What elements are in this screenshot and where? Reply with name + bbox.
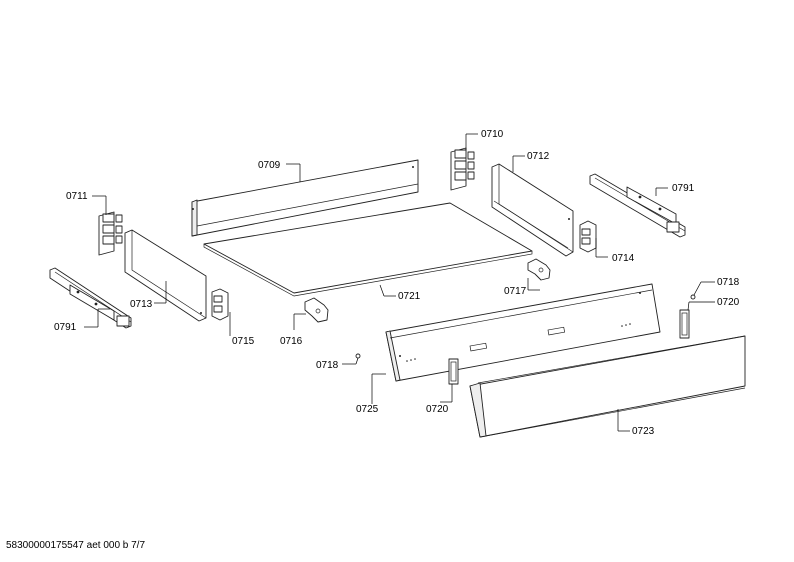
callout-0714: 0714 [612, 253, 635, 264]
clip-0715 [211, 288, 229, 321]
side-panel-0713 [124, 229, 207, 322]
callout-0713: 0713 [130, 299, 153, 310]
callout-0791-left: 0791 [54, 322, 77, 333]
callout-0791-right: 0791 [672, 183, 695, 194]
corner-connector-0711 [98, 211, 123, 256]
drawer-base-0721 [203, 202, 533, 297]
callout-0710: 0710 [481, 129, 504, 140]
callout-0720-lower: 0720 [426, 404, 449, 415]
side-panel-0712 [491, 163, 574, 257]
callout-0717: 0717 [504, 286, 527, 297]
leader-lines [84, 133, 715, 432]
corner-connector-0710 [450, 147, 475, 191]
callout-0718-right: 0718 [717, 277, 740, 288]
callout-0709: 0709 [258, 160, 281, 171]
drawer-runner-0791-left [49, 267, 132, 329]
screw-0718-right [690, 294, 696, 300]
callout-0723: 0723 [632, 426, 655, 437]
callout-0720-right: 0720 [717, 297, 740, 308]
callout-0715: 0715 [232, 336, 255, 347]
callout-0716: 0716 [280, 336, 303, 347]
handle-clip-0720-lower [448, 358, 459, 385]
front-frame-0725 [385, 283, 661, 382]
bracket-0717 [527, 258, 551, 281]
callout-0718-left: 0718 [316, 360, 339, 371]
callout-0712: 0712 [527, 151, 550, 162]
bracket-0716 [304, 297, 329, 323]
callout-0725: 0725 [356, 404, 379, 415]
clip-0714 [579, 220, 597, 253]
handle-clip-0720-upper [679, 309, 690, 339]
callout-0721: 0721 [398, 291, 421, 302]
front-panel-0723 [469, 335, 746, 438]
screw-0718-left [355, 353, 361, 359]
callout-0711: 0711 [66, 191, 88, 202]
drawer-runner-0791-right [589, 173, 686, 238]
back-panel-0709 [191, 159, 419, 237]
document-id: 58300000175547 aet 000 b 7/7 [6, 540, 146, 551]
